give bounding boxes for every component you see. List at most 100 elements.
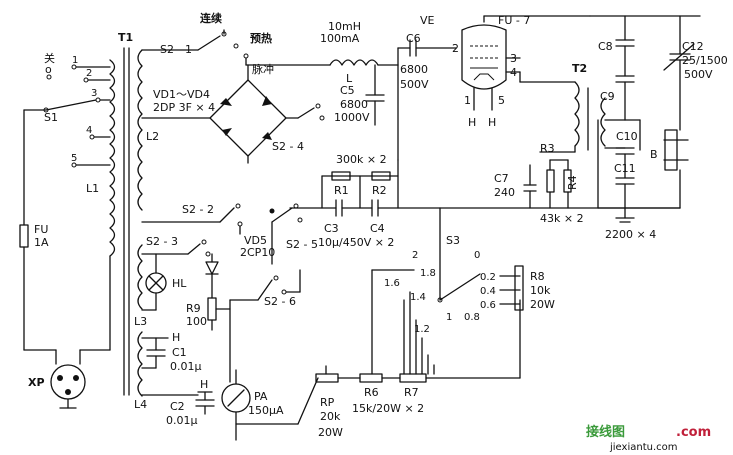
preheat-label: 预热 <box>250 31 272 45</box>
S2-4-label: S2 - 4 <box>272 140 304 153</box>
watermark: 接线图 .com jiexiantu.com <box>586 424 711 453</box>
resistor-R9 <box>207 297 217 321</box>
tap-2-label: 2 <box>86 68 92 79</box>
L-coil <box>329 59 379 66</box>
C10-label: C10 <box>616 130 638 143</box>
HL-label: HL <box>172 277 187 290</box>
C5-label: C5 <box>340 84 355 97</box>
L2-winding <box>137 49 143 211</box>
watermark-domain: .com <box>676 425 711 440</box>
diode-VD2 <box>262 96 272 106</box>
L1-winding <box>109 59 116 257</box>
transformer-taps: 1 2 3 4 5 <box>71 55 111 168</box>
S3-pos-0.6: 0.6 <box>480 300 496 311</box>
R8-label: R8 <box>530 270 545 283</box>
S1-arm <box>45 99 97 111</box>
S3-pos-1.4: 1.4 <box>410 292 426 303</box>
R8-value-1: 10k <box>530 284 551 297</box>
selector-S3: S3 2 1.8 1.6 1.4 1.2 1 0.8 0 0.2 0.4 0.6… <box>384 207 555 335</box>
R6-R7-value: 15k/20W × 2 <box>352 402 424 415</box>
S3-pos-1: 1 <box>446 312 452 323</box>
S3-label: S3 <box>446 234 460 247</box>
S2-5-label: S2 - 5 <box>286 238 318 251</box>
C-group-value: 2200 × 4 <box>605 228 656 241</box>
S2-3-label: S2 - 3 <box>146 235 178 248</box>
B-label: B <box>650 148 658 161</box>
C1-value: 0.01μ <box>170 360 202 373</box>
fuse-FU <box>19 224 29 248</box>
C7-value: 240 <box>494 186 515 199</box>
S3-pos-0.4: 0.4 <box>480 286 496 297</box>
bridge-rectifier: VD1～VD4 2DP 3F × 4 S2 - 4 <box>141 64 325 164</box>
RP-value-2: 20W <box>318 426 343 439</box>
vacuum-tube-VE: VE FU - 7 2 3 4 1 5 H H <box>420 14 591 129</box>
heater-H2-label: H <box>488 116 496 129</box>
pin-2-label: 2 <box>452 42 459 55</box>
PA-label: PA <box>254 390 268 403</box>
tap-1-label: 1 <box>72 55 78 66</box>
S3-pos-1.2: 1.2 <box>414 324 430 335</box>
diode-VD1 <box>220 98 232 106</box>
VD1-4-part: 2DP 3F × 4 <box>153 101 215 114</box>
indicator-section: S2 - 3 HL VD5 2CP10 R9 100 S2 - 6 <box>141 234 301 383</box>
transducer-B <box>664 129 678 171</box>
resistor-R8 <box>514 265 524 311</box>
C12-value-2: 500V <box>684 68 713 81</box>
tap-3-label: 3 <box>91 88 97 99</box>
S1-label: S1 <box>44 111 58 124</box>
diode-VD5 <box>205 261 219 275</box>
resistor-R1 <box>331 171 351 181</box>
S2-1-switch: 连续 S2 - 1 预热 脉冲 <box>141 11 331 76</box>
S3-pos-1.6: 1.6 <box>384 278 400 289</box>
transformer-T1: T1 L2 L3 L4 <box>118 31 159 411</box>
plug-label: XP <box>28 376 45 389</box>
PA-value: 150μA <box>248 404 284 417</box>
S3-pos-1.8: 1.8 <box>420 268 436 279</box>
meter-section: H C1 0.01μ H C2 0.01μ PA 150μA <box>141 331 319 441</box>
choke-L: 10mH 100mA L <box>320 20 399 85</box>
VE-label: VE <box>420 14 435 27</box>
heater-H1-label: H <box>468 116 476 129</box>
C2-label: C2 <box>170 400 185 413</box>
C1-label: C1 <box>172 346 187 359</box>
C6-value-2: 500V <box>400 78 429 91</box>
power-off-label: 关 <box>44 51 55 65</box>
RP-label: RP <box>320 396 335 409</box>
L-value-1: 10mH <box>328 20 361 33</box>
tube-envelope <box>461 24 507 90</box>
S2-2-switch: S2 - 2 <box>141 203 243 235</box>
R1-label: R1 <box>334 184 349 197</box>
R4-label: R4 <box>566 175 579 190</box>
S2-5-switch: S2 - 5 <box>271 203 318 265</box>
pin-1-label: 1 <box>464 94 471 107</box>
C6-value-1: 6800 <box>400 63 428 76</box>
L-label: L <box>346 72 353 85</box>
power-o-label: o <box>45 63 52 76</box>
power-input-section: 关 o S1 1 2 3 4 5 L1 FU 1A <box>19 51 116 409</box>
RP-value-1: 20k <box>320 410 341 423</box>
T2-secondary <box>600 97 606 147</box>
L-value-2: 100mA <box>320 32 360 45</box>
T2-label: T2 <box>572 62 587 75</box>
pulse-label: 脉冲 <box>252 62 274 76</box>
capacitor-C6: C6 6800 500V <box>400 32 457 91</box>
VD5-part: 2CP10 <box>240 246 275 259</box>
heater-H3-label: H <box>172 331 180 344</box>
R6-label: R6 <box>364 386 379 399</box>
S3-pos-0.8: 0.8 <box>464 312 480 323</box>
FU7-label: FU - 7 <box>498 14 530 27</box>
S2-2-label: S2 - 2 <box>182 203 214 216</box>
R1-R2-value: 300k × 2 <box>336 153 387 166</box>
S3-pos-0.2: 0.2 <box>480 272 496 283</box>
L3-label: L3 <box>134 315 147 328</box>
C4-label: C4 <box>370 222 385 235</box>
C11-label: C11 <box>614 162 636 175</box>
S3-pos-0: 0 <box>474 250 480 261</box>
S3-pos-2: 2 <box>412 250 418 261</box>
tank-circuit: C8 C9 C10 C11 2200 × 4 C12 25/1500 500V … <box>589 15 728 241</box>
C8-label: C8 <box>598 40 613 53</box>
T1-label: T1 <box>118 31 133 44</box>
C12-value-1: 25/1500 <box>682 54 728 67</box>
VD1-4-label: VD1～VD4 <box>153 88 210 101</box>
